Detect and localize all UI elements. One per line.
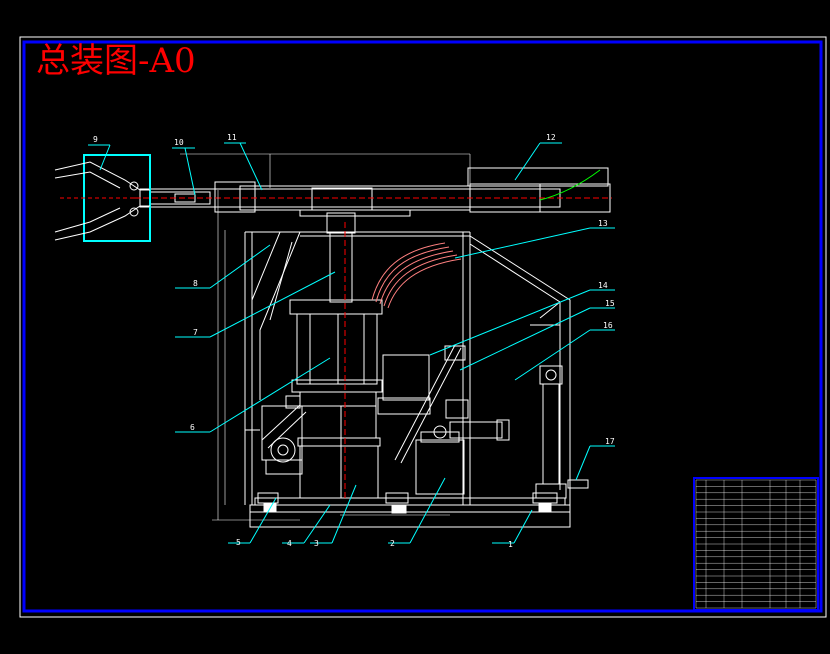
- inner-frame: [22, 40, 823, 613]
- outer-frame: [19, 36, 827, 618]
- callout-17: 17: [605, 437, 615, 446]
- bom-outer-border: [693, 477, 819, 611]
- callout-13: 13: [598, 219, 608, 228]
- callout-15: 15: [605, 299, 615, 308]
- side-cylinder: [535, 365, 589, 499]
- bom-table: [693, 477, 819, 611]
- counterweight-box: [467, 167, 609, 201]
- callout-7: 7: [193, 328, 198, 337]
- callout-4: 4: [287, 539, 292, 548]
- arm-beam: [134, 181, 612, 217]
- hydraulic-unit: [377, 344, 510, 495]
- callout-5: 5: [236, 538, 241, 547]
- drive-motor: [261, 395, 307, 475]
- leader-lines: [88, 142, 615, 544]
- callout-6: 6: [190, 423, 195, 432]
- callout-10: 10: [174, 138, 184, 147]
- callout-9: 9: [93, 135, 98, 144]
- callout-2: 2: [390, 539, 395, 548]
- base-platform: [249, 492, 571, 528]
- callout-11: 11: [227, 133, 237, 142]
- lift-column: [289, 212, 383, 500]
- callout-12: 12: [546, 133, 556, 142]
- hydraulic-hoses: [371, 242, 462, 309]
- callout-3: 3: [314, 539, 319, 548]
- callout-8: 8: [193, 279, 198, 288]
- sheet-title: 总装图-A0: [36, 41, 196, 81]
- gripper: [54, 154, 151, 242]
- callout-1: 1: [508, 540, 513, 549]
- callout-labels: 9 10 11 12 8 7 6 13 14 15 16 17 5 4 3 2 …: [93, 133, 615, 549]
- dimension-lines: [180, 153, 471, 521]
- callout-14: 14: [598, 281, 608, 290]
- callout-16: 16: [603, 321, 613, 330]
